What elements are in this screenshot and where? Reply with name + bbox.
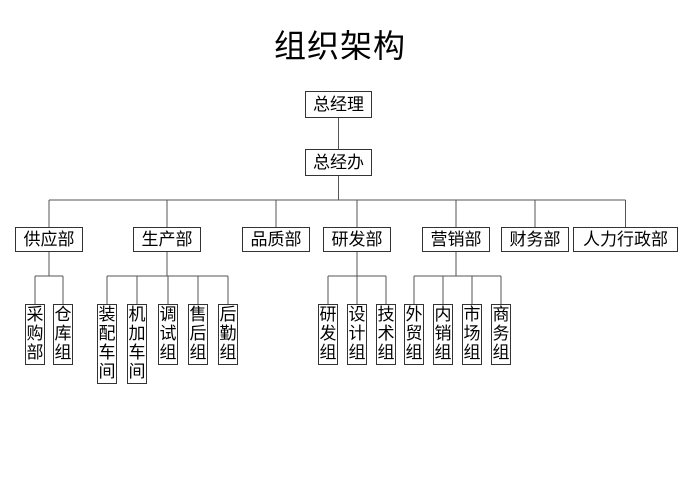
node-department: 人力行政部 — [573, 227, 678, 252]
node-label: 外贸组 — [405, 305, 423, 363]
node-label: 采购部 — [26, 305, 44, 363]
node-department: 生产部 — [133, 227, 201, 252]
node-label: 设计组 — [348, 305, 366, 363]
node-team: 技术组 — [376, 304, 396, 365]
node-team: 装配车间 — [97, 304, 117, 384]
node-label: 总经办 — [313, 152, 364, 173]
node-department: 研发部 — [323, 227, 391, 252]
node-label: 售后组 — [189, 305, 207, 363]
node-label: 机加车间 — [128, 305, 146, 382]
node-general-manager: 总经理 — [305, 91, 372, 118]
node-label: 人力行政部 — [583, 229, 668, 250]
node-department: 营销部 — [422, 227, 490, 252]
node-label: 生产部 — [141, 229, 193, 250]
node-department: 品质部 — [242, 227, 310, 252]
node-team: 机加车间 — [127, 304, 147, 384]
node-department: 财务部 — [501, 227, 569, 252]
node-team: 售后组 — [188, 304, 208, 365]
node-label: 商务组 — [492, 305, 510, 363]
node-label: 品质部 — [250, 229, 302, 250]
node-label: 营销部 — [430, 229, 482, 250]
node-team: 市场组 — [462, 304, 482, 365]
node-team: 商务组 — [491, 304, 511, 365]
node-team: 仓库组 — [53, 304, 73, 365]
chart-title: 组织架构 — [273, 27, 406, 65]
node-team: 调试组 — [158, 304, 178, 365]
node-department: 供应部 — [15, 227, 83, 252]
node-team: 外贸组 — [404, 304, 424, 365]
node-label: 总经理 — [313, 94, 364, 115]
node-label: 装配车间 — [98, 305, 116, 382]
node-label: 后勤组 — [219, 305, 237, 363]
node-team: 后勤组 — [218, 304, 238, 365]
node-label: 市场组 — [463, 305, 481, 363]
node-label: 研发部 — [331, 229, 383, 250]
node-team: 设计组 — [347, 304, 367, 365]
node-team: 采购部 — [25, 304, 45, 365]
node-label: 仓库组 — [54, 305, 72, 363]
node-label: 供应部 — [23, 229, 75, 250]
node-team: 内销组 — [433, 304, 453, 365]
node-general-office: 总经办 — [305, 149, 372, 176]
node-label: 技术组 — [377, 305, 395, 363]
node-label: 调试组 — [159, 305, 177, 363]
node-team: 研发组 — [318, 304, 338, 365]
node-label: 财务部 — [509, 229, 561, 250]
node-label: 内销组 — [434, 305, 452, 363]
node-label: 研发组 — [319, 305, 337, 363]
